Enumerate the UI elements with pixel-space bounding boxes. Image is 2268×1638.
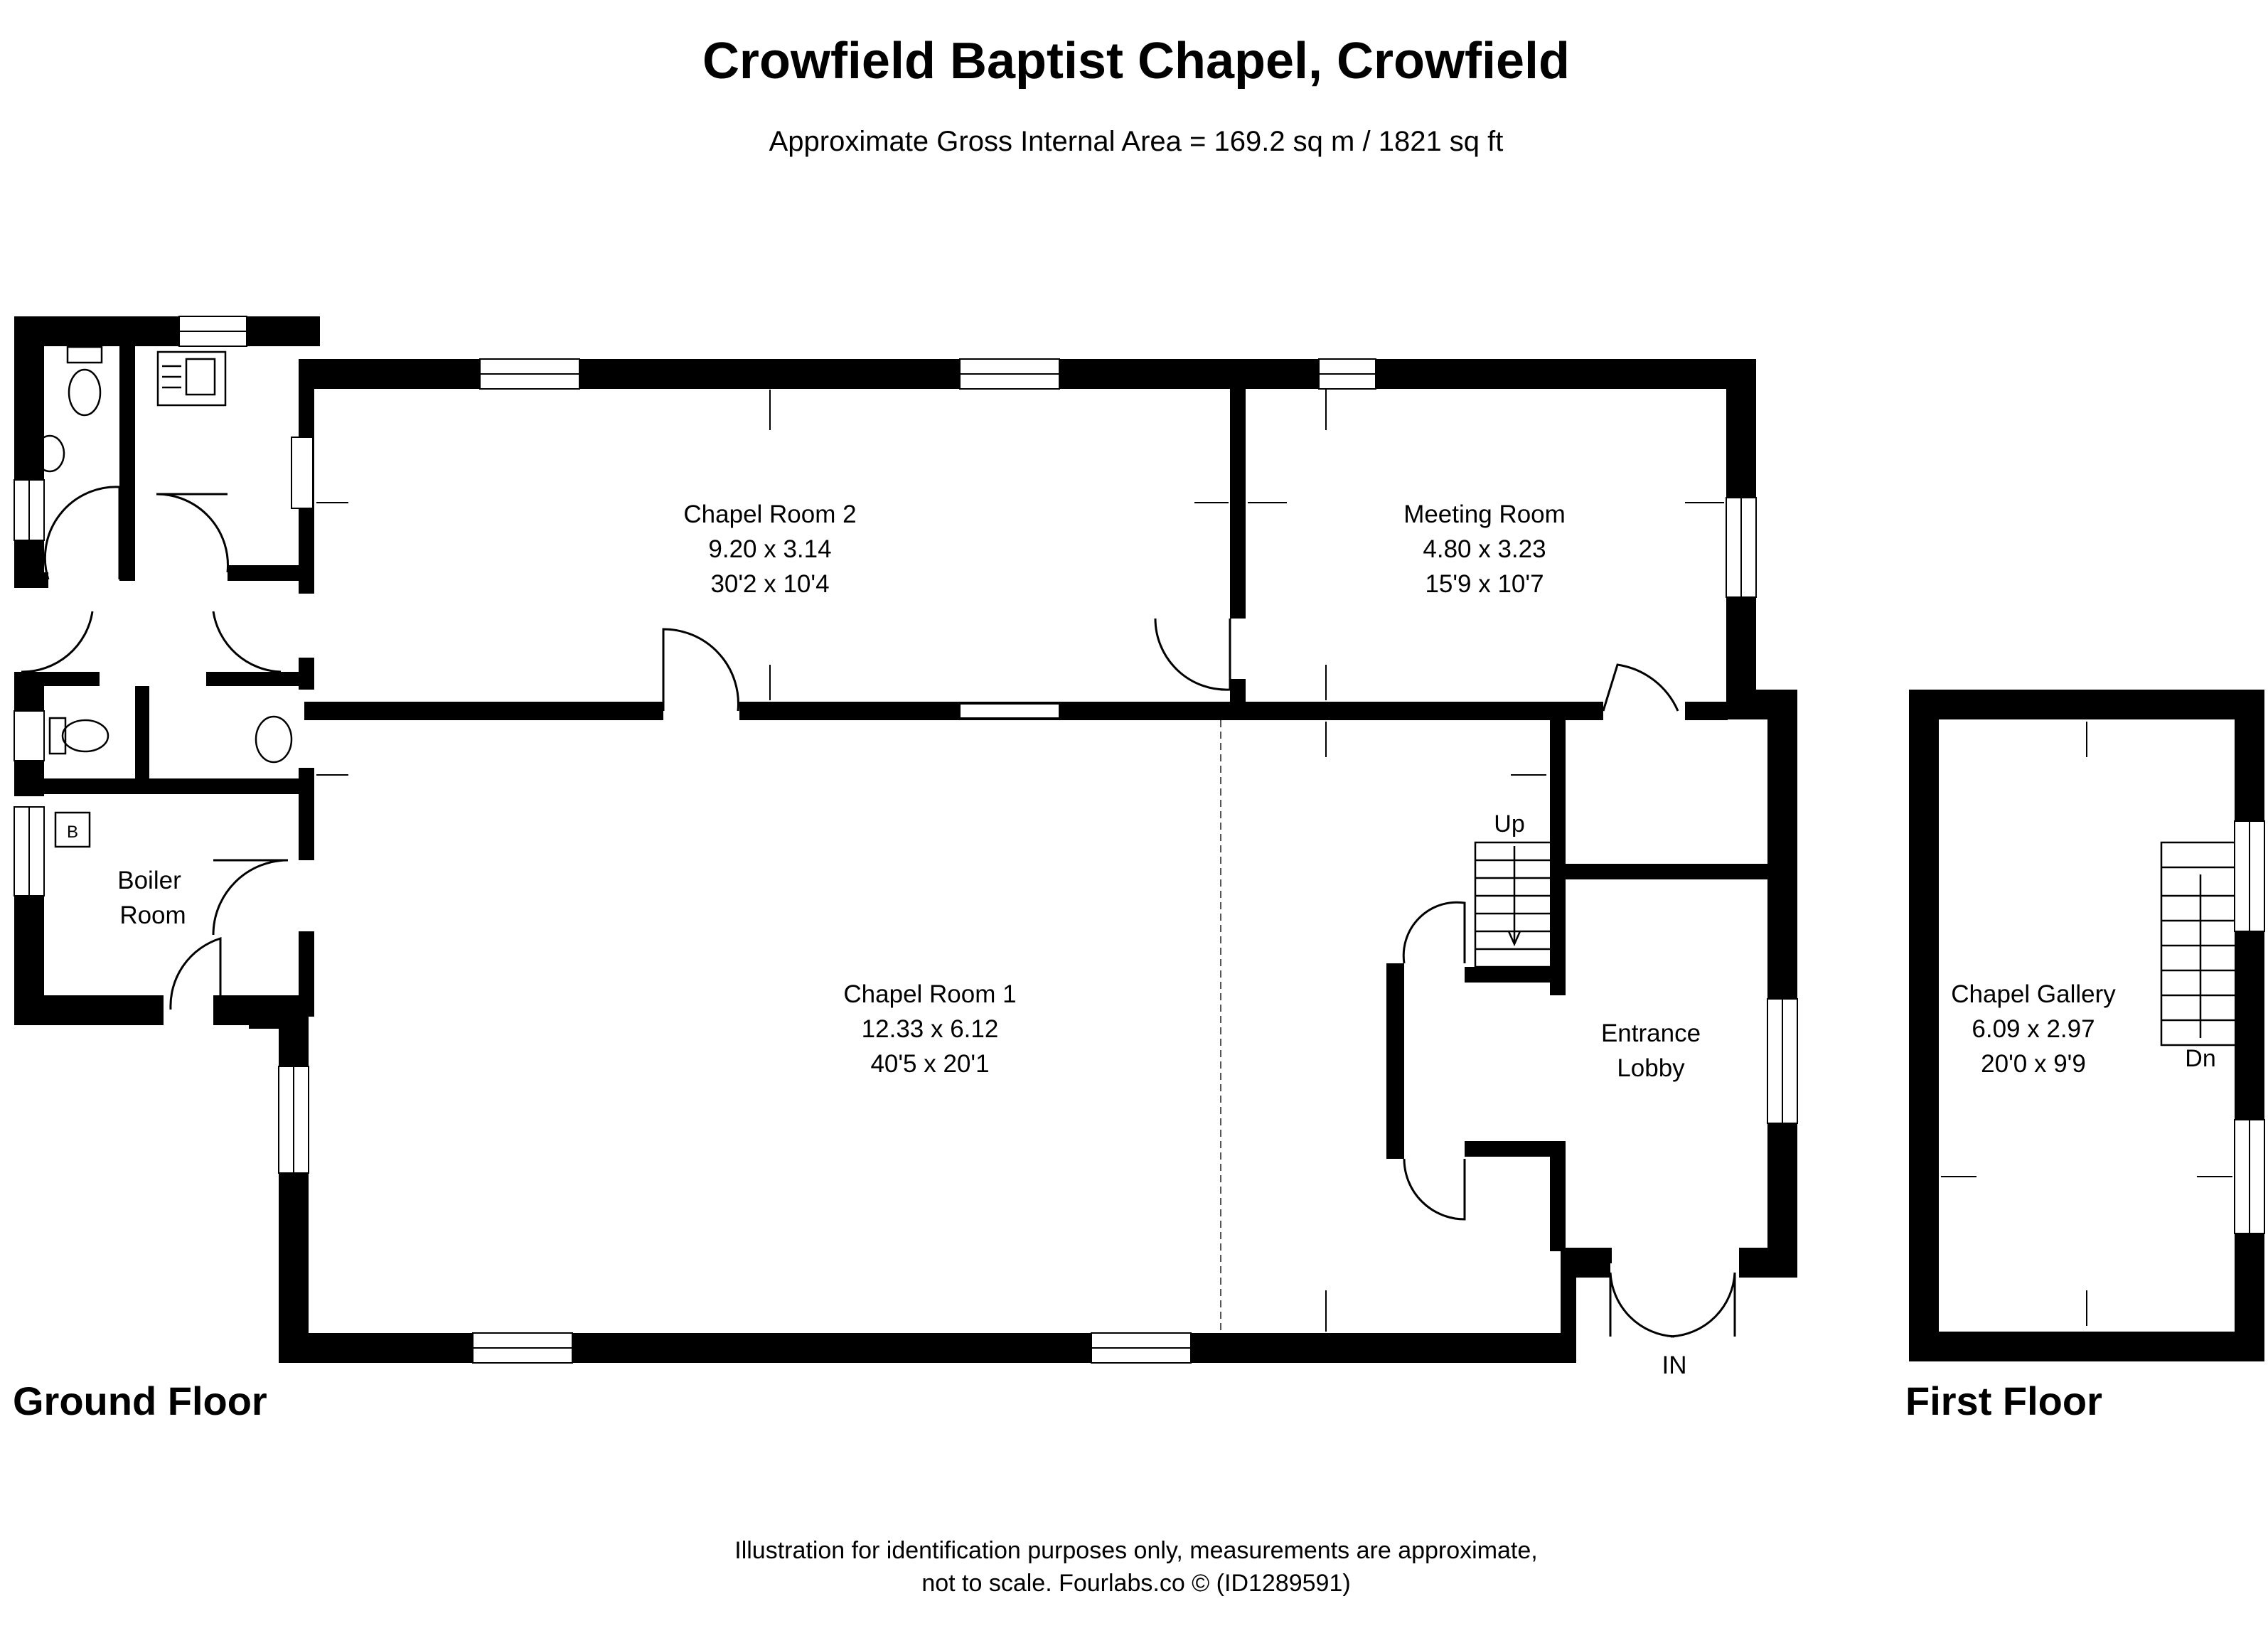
chapel-room-2-name: Chapel Room 2 bbox=[683, 500, 856, 528]
entrance-lobby-name-line2: Lobby bbox=[1617, 1054, 1685, 1082]
entry-label: IN bbox=[1662, 1351, 1687, 1379]
first-floor-windows bbox=[2234, 820, 2265, 1234]
sanitary-fixtures bbox=[34, 346, 293, 848]
entrance-lobby-name-line1: Entrance bbox=[1601, 1019, 1701, 1047]
room-label-meeting-room: Meeting Room 4.80 x 3.23 15'9 x 10'7 bbox=[1403, 500, 1566, 598]
ground-floor-heading: Ground Floor bbox=[13, 1379, 267, 1423]
ground-floor-stairs bbox=[1474, 841, 1553, 968]
window-sash-lines bbox=[28, 331, 1783, 1349]
stairs-up-label: Up bbox=[1494, 810, 1524, 837]
first-floor-heading: First Floor bbox=[1905, 1379, 2102, 1423]
ground-floor-doors bbox=[21, 486, 1736, 1338]
chapel-room-1-name: Chapel Room 1 bbox=[843, 980, 1016, 1008]
first-floor-plan bbox=[1909, 690, 2264, 1361]
dimension-arrows bbox=[316, 390, 2232, 1332]
meeting-room-name: Meeting Room bbox=[1403, 500, 1566, 528]
room-label-entrance-lobby: Entrance Lobby bbox=[1601, 1019, 1701, 1082]
chapel-room-2-imperial: 30'2 x 10'4 bbox=[710, 570, 829, 598]
chapel-room-1-metric: 12.33 x 6.12 bbox=[862, 1015, 999, 1043]
room-label-boiler-room: Boiler Room B bbox=[67, 823, 186, 929]
disclaimer-line-2: not to scale. Fourlabs.co © (ID1289591) bbox=[921, 1570, 1350, 1597]
plan-subtitle: Approximate Gross Internal Area = 169.2 … bbox=[769, 126, 1504, 157]
chapel-room-1-imperial: 40'5 x 20'1 bbox=[870, 1050, 989, 1078]
chapel-gallery-metric: 6.09 x 2.97 bbox=[1972, 1015, 2095, 1043]
disclaimer-line-1: Illustration for identification purposes… bbox=[734, 1537, 1538, 1564]
boiler-symbol: B bbox=[67, 823, 78, 842]
room-label-chapel-gallery: Chapel Gallery 6.09 x 2.97 20'0 x 9'9 bbox=[1951, 980, 2116, 1078]
first-floor-stairs bbox=[2160, 841, 2241, 1046]
chapel-gallery-name: Chapel Gallery bbox=[1951, 980, 2116, 1008]
stairs-down-label: Dn bbox=[2185, 1045, 2215, 1072]
boiler-room-name-line1: Boiler bbox=[117, 867, 181, 894]
ground-floor-plan bbox=[14, 316, 1797, 1363]
boiler-room-name-line2: Room bbox=[119, 901, 186, 929]
chapel-room-2-metric: 9.20 x 3.14 bbox=[708, 535, 831, 563]
room-label-chapel-room-1: Chapel Room 1 12.33 x 6.12 40'5 x 20'1 bbox=[843, 980, 1016, 1078]
meeting-room-metric: 4.80 x 3.23 bbox=[1423, 535, 1546, 563]
meeting-room-imperial: 15'9 x 10'7 bbox=[1425, 570, 1544, 598]
plan-title: Crowfield Baptist Chapel, Crowfield bbox=[702, 33, 1570, 90]
room-label-chapel-room-2: Chapel Room 2 9.20 x 3.14 30'2 x 10'4 bbox=[683, 500, 856, 598]
chapel-gallery-imperial: 20'0 x 9'9 bbox=[1981, 1050, 2086, 1078]
